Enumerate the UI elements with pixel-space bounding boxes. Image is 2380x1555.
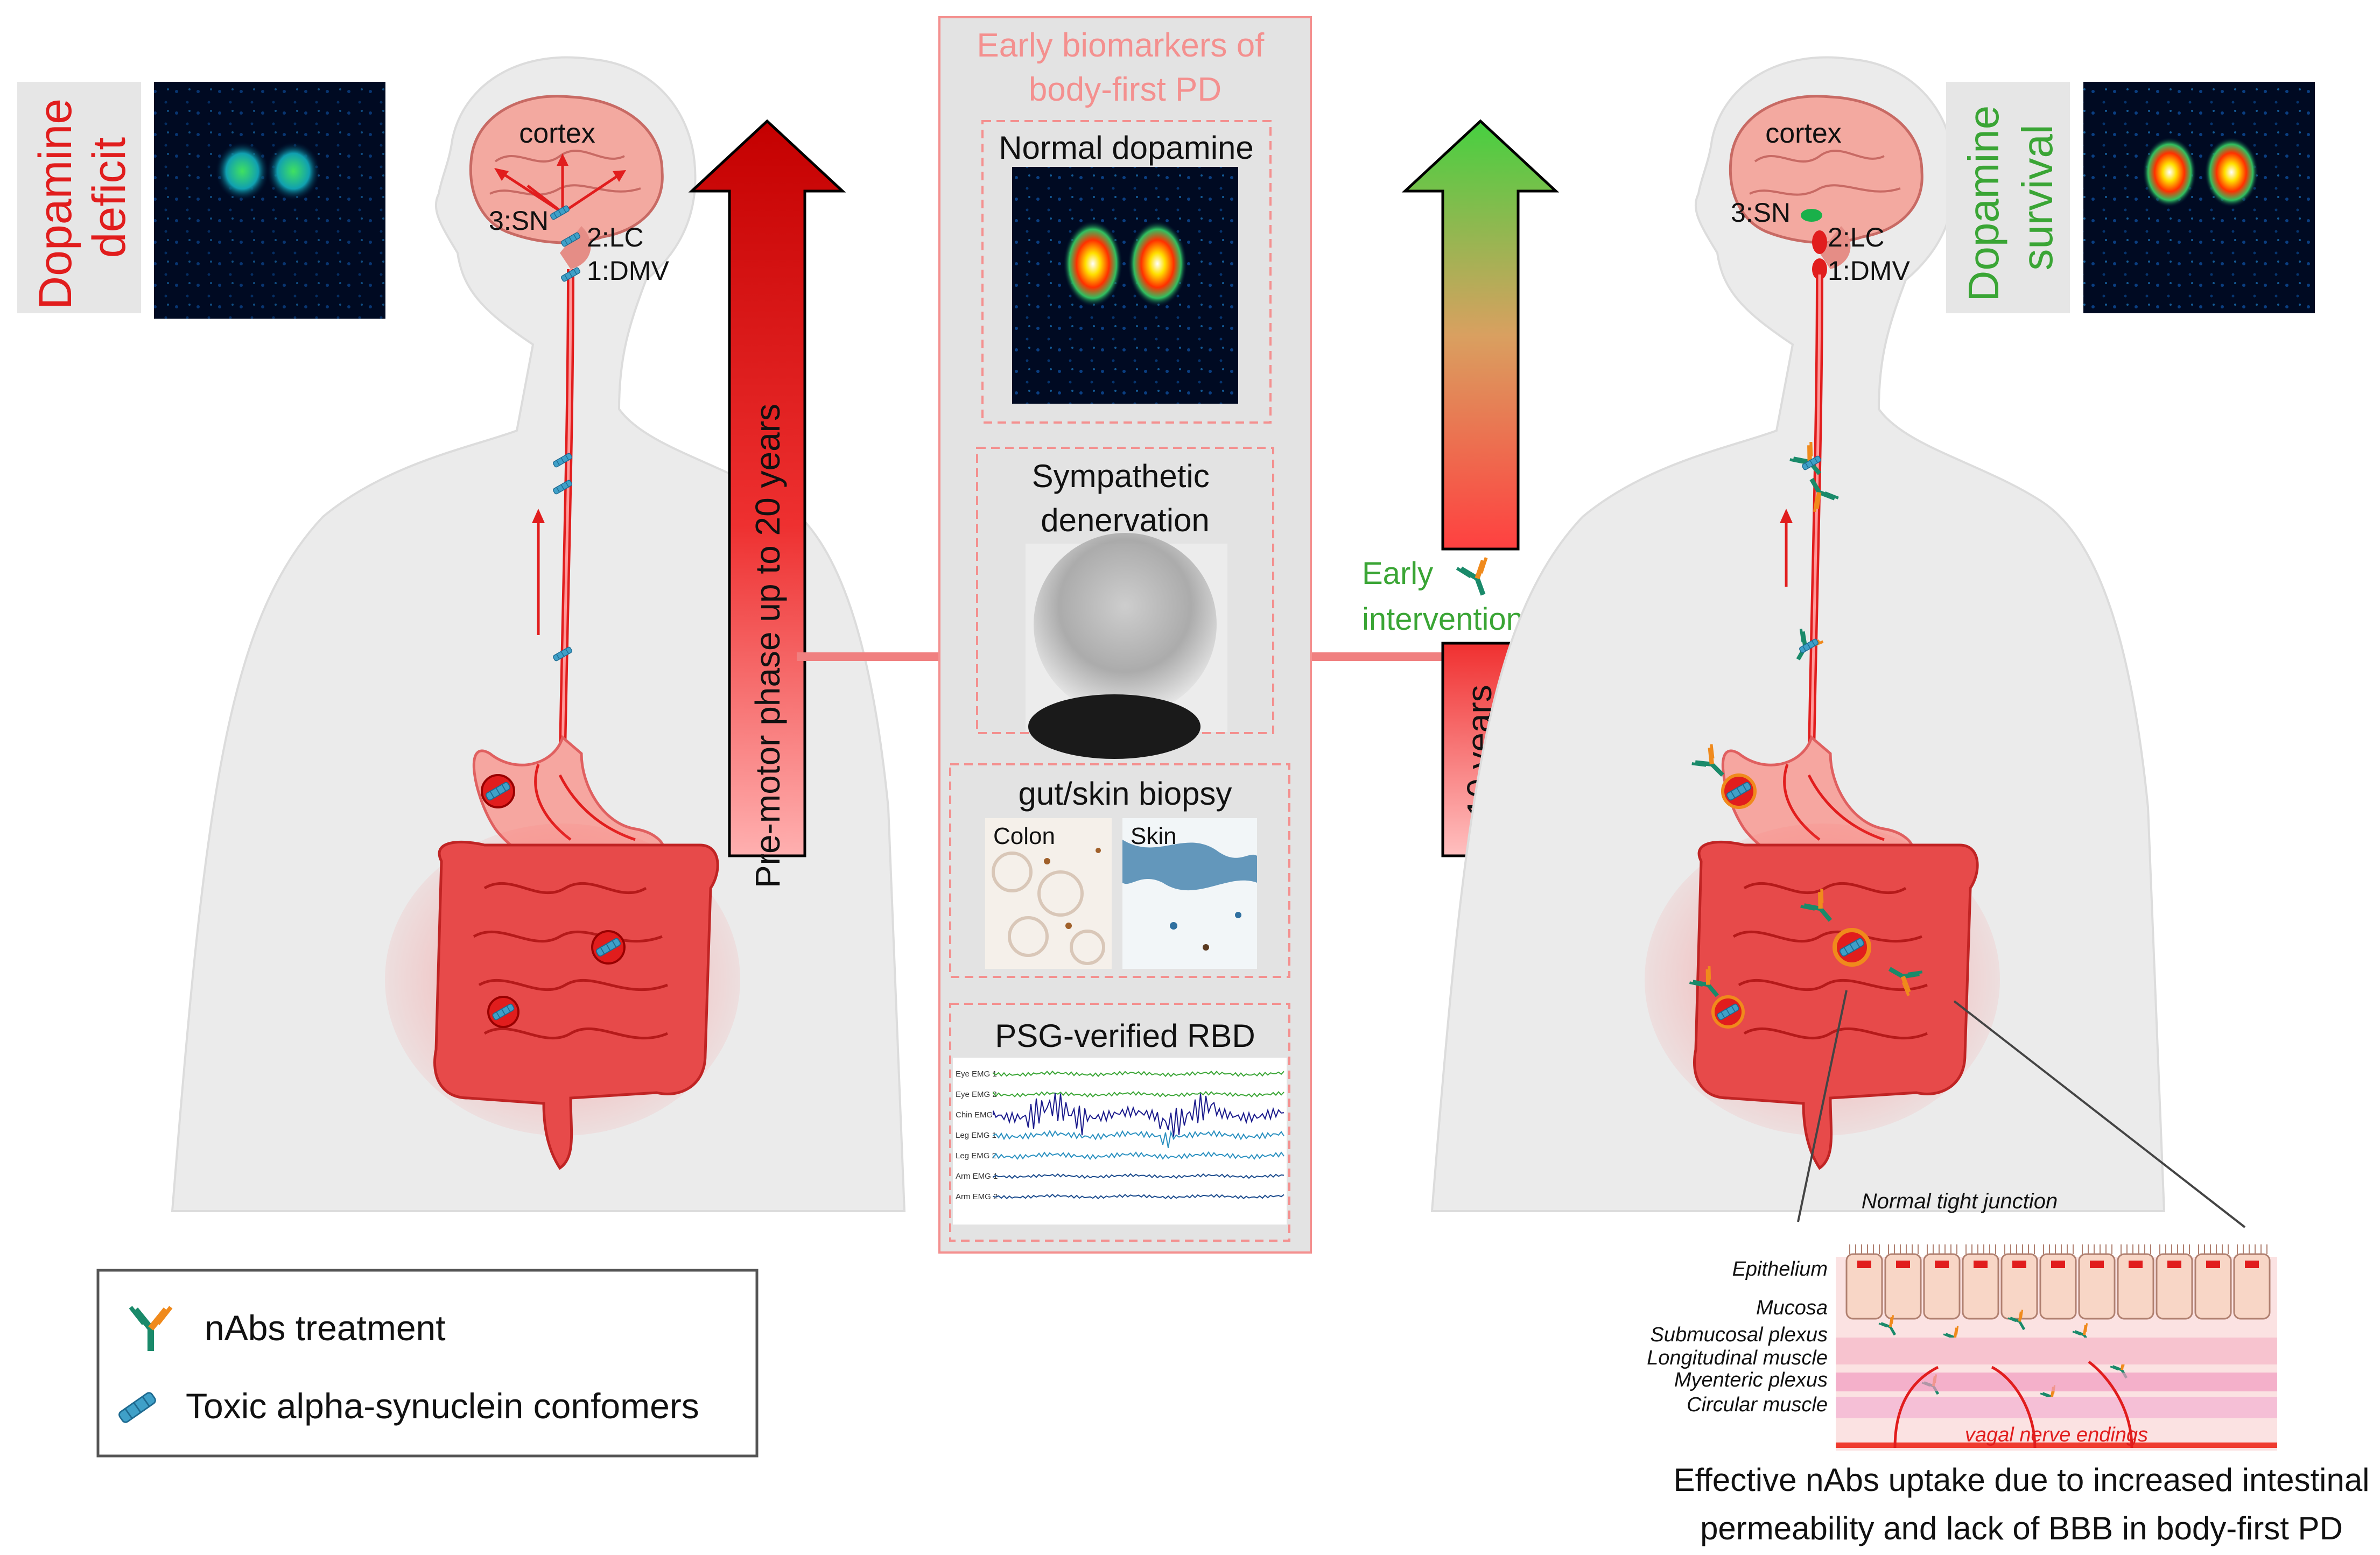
intestine-layer-label: Circular muscle — [1687, 1394, 1828, 1416]
intervention-label: Early intervention — [1362, 556, 1524, 637]
premotor-arrow: Pre-motor phase up to 20 years — [688, 119, 846, 888]
biomarker-title: Early biomarkers of body-first PD — [977, 27, 1273, 108]
caption-line-1: Effective nAbs uptake due to increased i… — [1673, 1462, 2369, 1498]
right-label-dmv: 1:DMV — [1828, 256, 1910, 286]
left-status-label: Dopamine deficit — [30, 86, 135, 309]
biomarker-label-psg: PSG-verified RBD — [995, 1018, 1255, 1054]
left-brain: cortex 3:SN 2:LC 1:DMV — [469, 95, 669, 286]
tight-junction — [2129, 1261, 2143, 1268]
epithelial-cell — [2039, 1253, 2077, 1320]
legend: nAbs treatment Toxic alpha-synuclein con… — [96, 1269, 759, 1458]
biomarker-psg-rbd: PSG-verified RBD Eye EMG 1 Eye EMG 2 Chin … — [949, 1003, 1290, 1242]
tight-junction — [1935, 1261, 1949, 1268]
epithelial-cell — [2233, 1253, 2271, 1320]
tight-junction — [2090, 1261, 2104, 1268]
emg-trace — [993, 1151, 1284, 1160]
intervention-arrow — [1401, 119, 1560, 551]
right-label-sn: 3:SN — [1731, 198, 1791, 228]
left-vagus-nerve — [532, 269, 574, 754]
emg-trace — [993, 1193, 1284, 1200]
right-vagus-nerve — [1780, 274, 1823, 754]
tight-junction — [2012, 1261, 2026, 1268]
emg-channel-label: Chin EMG — [956, 1110, 993, 1120]
epithelial-cell — [1845, 1253, 1883, 1320]
biomarker-normal-dopamine: Normal dopamine — [981, 120, 1272, 424]
right-panel: 10 years Early intervention cortex 3:SN … — [1362, 56, 2370, 1546]
tight-junction — [2245, 1261, 2259, 1268]
psg-trace-image: Eye EMG 1 Eye EMG 2 Chin EMG Leg EMG 1 Leg E… — [953, 1058, 1287, 1225]
intestine-layer-label: Longitudinal muscle — [1647, 1347, 1828, 1369]
emg-trace — [993, 1130, 1284, 1148]
emg-channel-label: Eye EMG 2 — [956, 1090, 997, 1099]
intestine-detail: Normal tight junction vagal nerve ending… — [1647, 1190, 2277, 1451]
tight-junction — [1857, 1261, 1871, 1268]
emg-channel-label: Eye EMG 1 — [956, 1069, 997, 1079]
tight-junction — [1896, 1261, 1910, 1268]
caption-line-2: permeability and lack of BBB in body-fir… — [1700, 1510, 2343, 1546]
biomarker-biopsy: gut/skin biopsy Colon Skin — [949, 763, 1290, 978]
spect-deficit-image — [154, 82, 385, 319]
emg-trace — [993, 1173, 1284, 1179]
epithelial-cell — [2194, 1253, 2232, 1320]
vagal-label: vagal nerve endings — [1965, 1424, 2148, 1446]
emg-channel-label: Leg EMG 2 — [956, 1151, 996, 1160]
right-intestines — [1645, 824, 2000, 1170]
left-label-dmv: 1:DMV — [587, 256, 669, 286]
intervention-antibody-icon — [1457, 558, 1498, 600]
tight-junction — [2051, 1261, 2065, 1268]
tight-junction — [2206, 1261, 2220, 1268]
biomarker-sympathetic: Sympathetic denervation — [976, 447, 1274, 759]
intestine-layer-label: Epithelium — [1732, 1258, 1828, 1280]
epithelial-cell — [1962, 1253, 1999, 1320]
right-status-label: Dopamine survival — [1960, 94, 2061, 302]
mibg-scan-image — [1026, 533, 1227, 759]
emg-trace — [993, 1070, 1284, 1078]
biomarker-label-sympathetic: Sympathetic denervation — [1032, 458, 1219, 538]
right-antibody-markers — [1689, 442, 1922, 1029]
tight-junction — [1974, 1261, 1988, 1268]
intestine-layer-label: Submucosal plexus — [1650, 1324, 1828, 1346]
emg-channel-label: Arm EMG 1 — [956, 1172, 998, 1181]
epithelial-cell — [2078, 1253, 2116, 1320]
biomarker-label-dopamine: Normal dopamine — [999, 130, 1254, 166]
epithelial-cell — [1884, 1253, 1922, 1320]
epithelial-cell — [2156, 1253, 2193, 1320]
left-label-lc: 2:LC — [587, 222, 644, 252]
intestine-layer-label: Mucosa — [1756, 1297, 1828, 1319]
right-brain: cortex 3:SN 2:LC 1:DMV — [1729, 95, 1923, 286]
left-intestines — [385, 824, 740, 1170]
skin-label: Skin — [1131, 823, 1177, 849]
premotor-arrow-label: Pre-motor phase up to 20 years — [748, 404, 787, 888]
zoom-line-right — [1953, 1000, 2246, 1228]
left-label-cortex: cortex — [519, 118, 595, 149]
spect-survival-image — [2083, 82, 2315, 313]
epithelial-cell — [2117, 1253, 2154, 1320]
tight-junction — [2167, 1261, 2181, 1268]
biomarker-panel: Early biomarkers of body-first PD Normal… — [938, 16, 1312, 1254]
biomarker-label-biopsy: gut/skin biopsy — [1019, 776, 1232, 812]
left-synuclein-markers — [481, 205, 626, 1028]
skin-biopsy-image: Skin — [1122, 818, 1257, 969]
left-panel: Dopamine deficit corte — [17, 56, 906, 1458]
spect-normal-image — [1012, 167, 1238, 404]
left-label-sn: 3:SN — [489, 206, 549, 236]
emg-trace — [993, 1090, 1284, 1098]
emg-trace — [993, 1093, 1284, 1137]
colon-label: Colon — [993, 823, 1055, 849]
epithelial-cell — [1923, 1253, 1961, 1320]
right-label-cortex: cortex — [1765, 118, 1842, 149]
tight-junction-label: Normal tight junction — [1862, 1190, 2058, 1213]
emg-channel-label: Arm EMG 2 — [956, 1192, 998, 1201]
intestine-layer-label: Myenteric plexus — [1674, 1369, 1828, 1391]
right-label-lc: 2:LC — [1828, 222, 1885, 252]
legend-synuclein-label: Toxic alpha-synuclein confomers — [186, 1386, 699, 1426]
emg-channel-label: Leg EMG 1 — [956, 1131, 996, 1140]
legend-nabs-label: nAbs treatment — [205, 1308, 446, 1348]
colon-biopsy-image: Colon — [985, 818, 1112, 969]
zoom-line-left — [1797, 990, 1848, 1222]
